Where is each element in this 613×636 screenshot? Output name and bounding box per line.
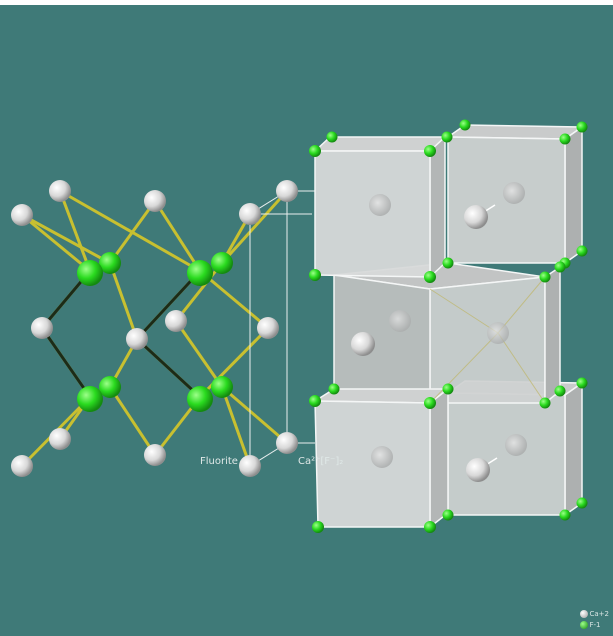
legend-label-ca: Ca+2 bbox=[589, 609, 610, 618]
mineral-name-label: Fluorite bbox=[200, 456, 238, 467]
mineral-formula-label: Ca²⁺[F⁻]₂ bbox=[298, 456, 344, 467]
crystal-viewer[interactable]: Fluorite Ca²⁺[F⁻]₂ Ca+2 F-1 bbox=[0, 5, 613, 636]
ball-stick-bonds bbox=[20, 189, 289, 468]
ball-stick-ca-atoms bbox=[11, 180, 298, 477]
legend-label-f: F-1 bbox=[589, 620, 601, 629]
crystal-scene[interactable] bbox=[0, 5, 613, 636]
green-sphere-icon bbox=[579, 620, 588, 629]
white-sphere-icon bbox=[579, 609, 588, 618]
polyhedra-ca-atoms bbox=[351, 182, 527, 482]
atom-legend: Ca+2 F-1 bbox=[579, 608, 610, 630]
polyhedra-f-atoms bbox=[309, 119, 588, 533]
legend-item-ca: Ca+2 bbox=[579, 608, 610, 619]
ball-stick-f-atoms bbox=[77, 252, 233, 412]
polyhedra-stack bbox=[314, 124, 583, 528]
legend-item-f: F-1 bbox=[579, 619, 610, 630]
polyhedra-inner-bonds bbox=[429, 276, 546, 404]
